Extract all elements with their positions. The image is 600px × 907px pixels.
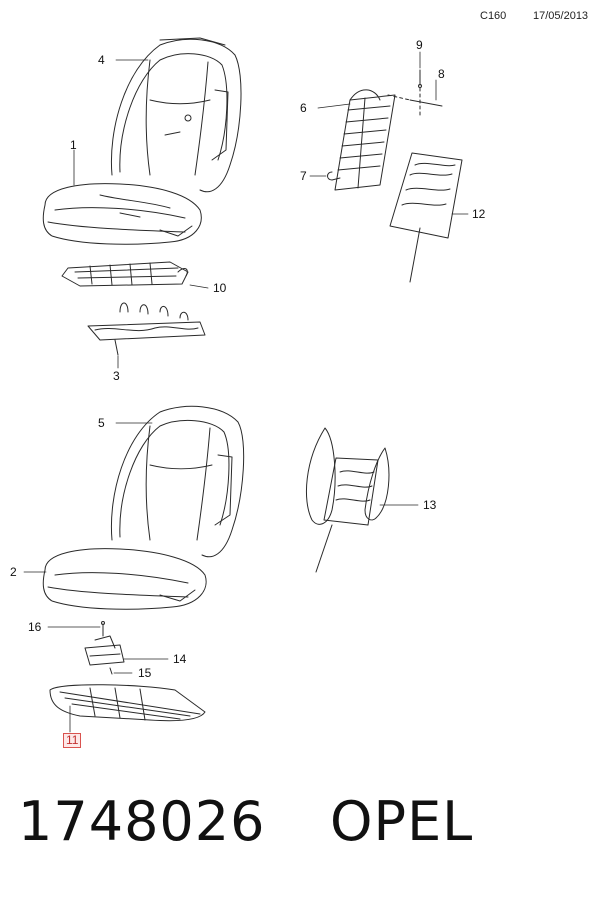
callout-4: 4 [98,53,105,67]
callout-13: 13 [423,498,437,512]
callout-15: 15 [138,666,152,680]
pin-9 [418,69,422,88]
callout-2: 2 [10,565,17,579]
callout-6: 6 [300,101,307,115]
callout-9: 9 [416,38,423,52]
seat-heater-pad-11 [49,684,206,722]
bracket-14 [84,635,125,666]
callout-14: 14 [173,652,187,666]
seat-backrest-upper [110,37,242,193]
callout-leaders [23,51,469,733]
part-number: 1748026 [18,790,266,853]
diagram-code: C160 [480,10,507,22]
callout-12: 12 [472,207,486,221]
brand-name: OPEL [330,790,474,853]
callout-8: 8 [438,67,445,81]
callout-11: 11 [63,733,82,748]
spring-mat-6 [334,89,396,191]
callout-3: 3 [113,369,120,383]
seat-cushion-upper [42,183,202,245]
clip-7 [327,171,341,181]
side-airbag-mat-13 [305,427,390,573]
seat-frame-pan-10 [61,261,189,287]
lumbar-heater-pad-12 [389,152,463,283]
callout-1: 1 [70,138,77,152]
diagram-date: 17/05/2013 [533,10,589,22]
callout-10: 10 [213,281,227,295]
callout-16: 16 [28,620,42,634]
seat-backrest-lower [110,405,245,558]
seat-cushion-lower [42,548,207,610]
seat-heater-wiring-3 [87,302,206,356]
screw-15-16 [101,621,113,675]
callout-5: 5 [98,416,105,430]
callout-7: 7 [300,169,307,183]
rod-8 [387,87,443,119]
